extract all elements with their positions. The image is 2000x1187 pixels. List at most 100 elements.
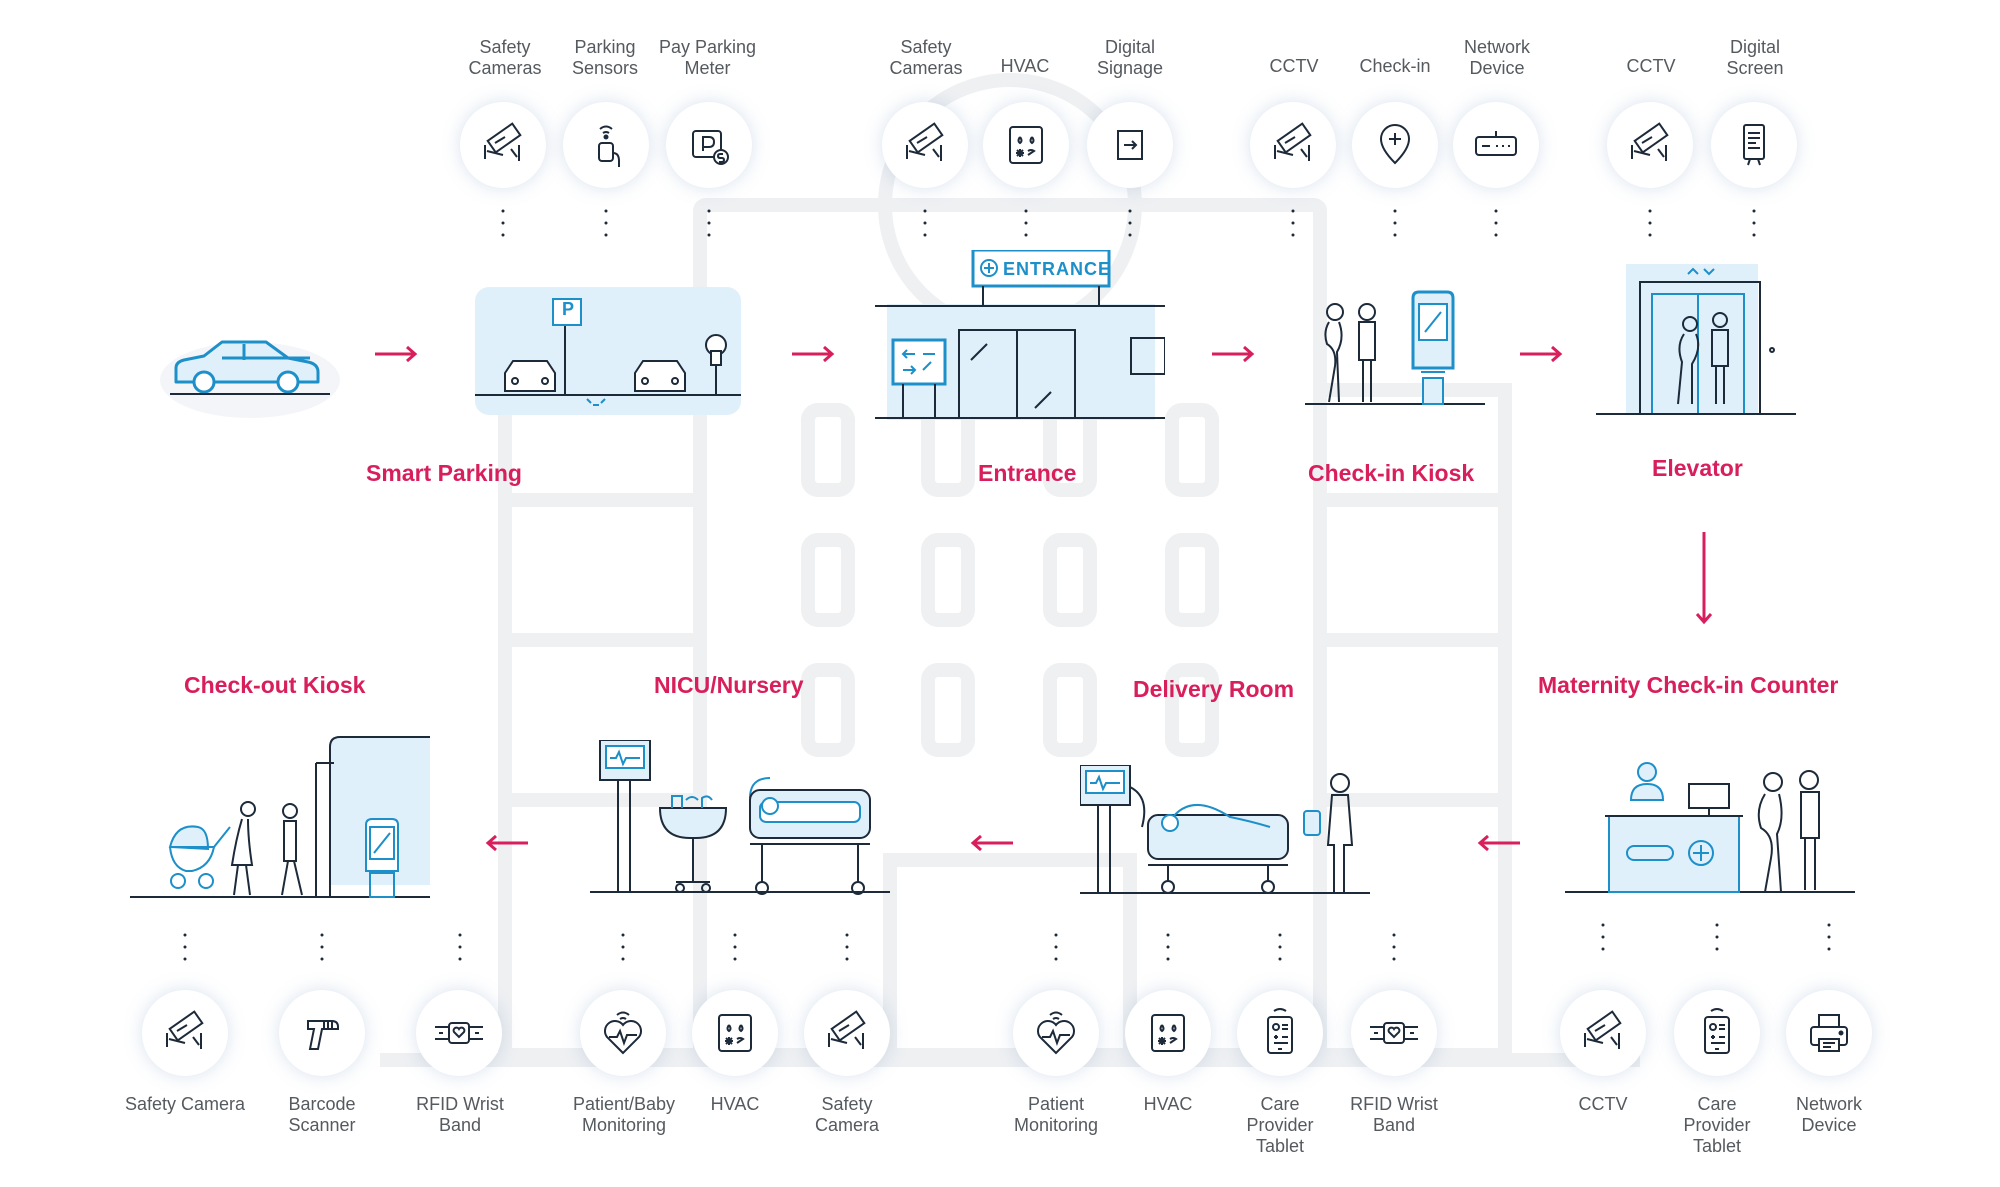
- arrow-left: [1477, 834, 1520, 852]
- device-digital-signage[interactable]: [1087, 102, 1173, 188]
- connector-dots: [1128, 209, 1132, 237]
- connector-dots: [845, 933, 849, 961]
- connector-dots: [1393, 209, 1397, 237]
- parking-meter-icon: [692, 130, 729, 165]
- security-camera-icon: [1631, 122, 1669, 161]
- connector-dots: [621, 933, 625, 961]
- device-safety-cameras-entrance[interactable]: [882, 102, 968, 188]
- device-label-checkin: Check-in: [1359, 56, 1431, 76]
- device-safety-camera-checkout[interactable]: [142, 990, 228, 1076]
- delivery-room-illustration: [1080, 765, 1370, 894]
- device-pay-parking-meter[interactable]: [666, 102, 752, 188]
- device-patient-monitoring[interactable]: [1013, 990, 1099, 1076]
- connector-dots: [1024, 209, 1028, 237]
- arrow-right: [792, 345, 835, 363]
- device-label-safety-camera-checkout: Safety Camera: [124, 1094, 246, 1114]
- connector-dots: [1494, 209, 1498, 237]
- digital-screen-icon: [1743, 124, 1765, 166]
- connector-dots: [1648, 209, 1652, 237]
- location-pin-icon: [1379, 124, 1411, 165]
- nicu-illustration: [590, 740, 890, 895]
- barcode-scanner-icon: [307, 1020, 339, 1050]
- device-care-provider-tablet-delivery[interactable]: [1237, 990, 1323, 1076]
- connector-dots: [1752, 209, 1756, 237]
- wristband-icon: [1370, 1022, 1418, 1044]
- maternity-counter-illustration: [1565, 762, 1855, 893]
- device-network-device-checkin[interactable]: [1453, 102, 1539, 188]
- smart-parking-illustration: [475, 287, 741, 415]
- device-care-provider-tablet-maternity[interactable]: [1674, 990, 1760, 1076]
- hvac-icon: [1151, 1014, 1185, 1052]
- device-cctv-elevator[interactable]: [1607, 102, 1693, 188]
- car-illustration: [160, 340, 340, 418]
- security-camera-icon: [828, 1010, 866, 1049]
- device-hvac-entrance[interactable]: [983, 102, 1069, 188]
- arrow-right: [1212, 345, 1255, 363]
- connector-dots: [1601, 923, 1605, 951]
- device-patient-baby-monitoring[interactable]: [580, 990, 666, 1076]
- device-digital-screen[interactable]: [1711, 102, 1797, 188]
- device-network-device-maternity[interactable]: [1786, 990, 1872, 1076]
- device-hvac-nicu[interactable]: [692, 990, 778, 1076]
- parking-sensor-icon: [598, 125, 620, 167]
- arrow-left: [970, 834, 1013, 852]
- wristband-icon: [435, 1022, 483, 1044]
- stage-title-checkin-kiosk: Check-in Kiosk: [1308, 460, 1475, 486]
- security-camera-icon: [906, 122, 944, 161]
- device-label-cctv-elevator: CCTV: [1626, 56, 1676, 76]
- stage-title-delivery-room: Delivery Room: [1133, 676, 1295, 702]
- device-parking-sensors[interactable]: [563, 102, 649, 188]
- device-label-hvac-delivery: HVAC: [1143, 1094, 1193, 1114]
- security-camera-icon: [1584, 1010, 1622, 1049]
- stage-title-smart-parking: Smart Parking: [366, 460, 522, 486]
- digital-signage-icon: [1117, 130, 1143, 160]
- connector-dots: [1827, 923, 1831, 951]
- device-safety-cameras[interactable]: [460, 102, 546, 188]
- stage-title-elevator: Elevator: [1652, 455, 1743, 481]
- entrance-sign-text: ENTRANCE: [1003, 259, 1112, 279]
- device-checkin[interactable]: [1352, 102, 1438, 188]
- stage-title-maternity-checkin: Maternity Check-in Counter: [1538, 672, 1839, 698]
- hvac-icon: [718, 1014, 752, 1052]
- security-camera-icon: [1274, 122, 1312, 161]
- arrow-right: [375, 345, 418, 363]
- security-camera-icon: [166, 1010, 204, 1049]
- connector-dots: [1278, 933, 1282, 961]
- device-cctv-maternity[interactable]: [1560, 990, 1646, 1076]
- device-safety-camera-nicu[interactable]: [804, 990, 890, 1076]
- device-rfid-wristband-delivery[interactable]: [1351, 990, 1437, 1076]
- device-label-hvac-nicu: HVAC: [710, 1094, 760, 1114]
- connector-dots: [604, 209, 608, 237]
- security-camera-icon: [484, 122, 522, 161]
- elevator-illustration: [1596, 264, 1796, 415]
- checkin-kiosk-illustration: [1305, 290, 1485, 405]
- router-icon: [1475, 131, 1517, 156]
- checkout-kiosk-illustration: [130, 736, 430, 898]
- device-hvac-delivery[interactable]: [1125, 990, 1211, 1076]
- device-cctv-checkin[interactable]: [1250, 102, 1336, 188]
- printer-icon: [1810, 1014, 1848, 1052]
- stage-title-entrance: Entrance: [978, 460, 1077, 486]
- parking-sign: P: [561, 299, 574, 319]
- stage-title-checkout-kiosk: Check-out Kiosk: [184, 672, 366, 698]
- tablet-icon: [1267, 1008, 1293, 1054]
- connector-dots: [923, 209, 927, 237]
- device-barcode-scanner[interactable]: [279, 990, 365, 1076]
- connector-dots: [1054, 933, 1058, 961]
- connector-dots: [1715, 923, 1719, 951]
- tablet-icon: [1704, 1008, 1730, 1054]
- device-rfid-wristband-checkout[interactable]: [416, 990, 502, 1076]
